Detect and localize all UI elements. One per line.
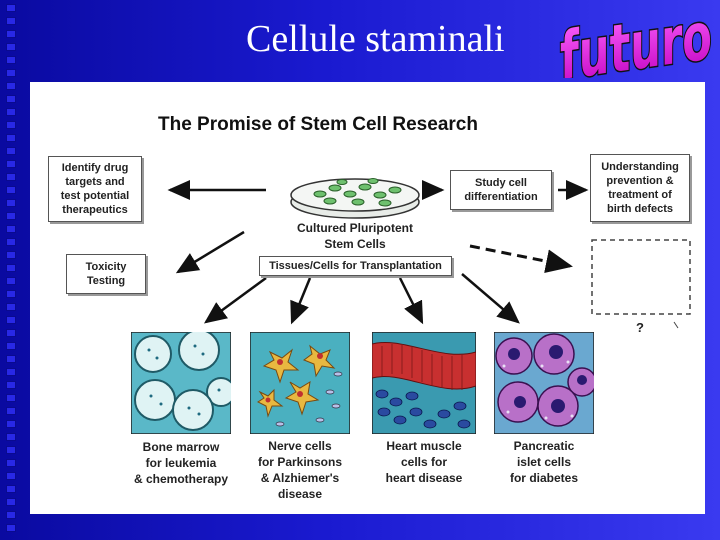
strip-square: [6, 329, 16, 337]
strip-square: [6, 95, 16, 103]
strip-square: [6, 342, 16, 350]
strip-square: [6, 147, 16, 155]
strip-square: [6, 173, 16, 181]
strip-square: [6, 56, 16, 64]
strip-square: [6, 485, 16, 493]
strip-square: [6, 134, 16, 142]
diagram-graphics: ?: [167, 178, 691, 335]
transplant-box: Tissues/Cells for Transplantation: [259, 256, 452, 276]
strip-square: [6, 212, 16, 220]
strip-square: [6, 121, 16, 129]
question-mark: ?: [636, 320, 644, 335]
strip-square: [6, 160, 16, 168]
strip-square: [6, 524, 16, 532]
strip-square: [6, 225, 16, 233]
petri-dish-icon: [290, 178, 420, 219]
strip-square: [6, 459, 16, 467]
strip-square: [6, 290, 16, 298]
strip-square: [6, 316, 16, 324]
strip-square: [6, 381, 16, 389]
strip-square: [6, 264, 16, 272]
strip-square: [6, 511, 16, 519]
bone-marrow-tile: [131, 332, 231, 434]
strip-square: [6, 303, 16, 311]
nerve-cells-tile: [250, 332, 350, 434]
diagram-title: The Promise of Stem Cell Research: [158, 114, 478, 135]
strip-square: [6, 199, 16, 207]
strip-square: [6, 394, 16, 402]
strip-square: [6, 82, 16, 90]
strip-square: [6, 69, 16, 77]
pancreatic-tile: [494, 332, 594, 434]
strip-square: [6, 355, 16, 363]
center-label: Cultured Pluripotent Stem Cells: [297, 221, 413, 251]
strip-square: [6, 498, 16, 506]
diagram-panel: The Promise of Stem Cell Research: [30, 82, 705, 514]
strip-square: [6, 433, 16, 441]
slide-title: Cellule staminali: [246, 18, 505, 60]
futuro-wordart: futuro: [559, 2, 714, 78]
strip-square: [6, 472, 16, 480]
strip-square: [6, 17, 16, 25]
strip-square: [6, 108, 16, 116]
strip-square: [6, 251, 16, 259]
strip-square: [6, 368, 16, 376]
strip-square: [6, 30, 16, 38]
heart-muscle-tile: [372, 332, 476, 434]
strip-square: [6, 420, 16, 428]
strip-square: [6, 407, 16, 415]
left-decorative-strip: [0, 0, 22, 540]
strip-square: [6, 186, 16, 194]
futuro-wordart-text: futuro: [560, 2, 712, 78]
strip-square: [6, 238, 16, 246]
strip-square: [6, 43, 16, 51]
strip-square: [6, 446, 16, 454]
strip-square: [6, 4, 16, 12]
strip-square: [6, 277, 16, 285]
